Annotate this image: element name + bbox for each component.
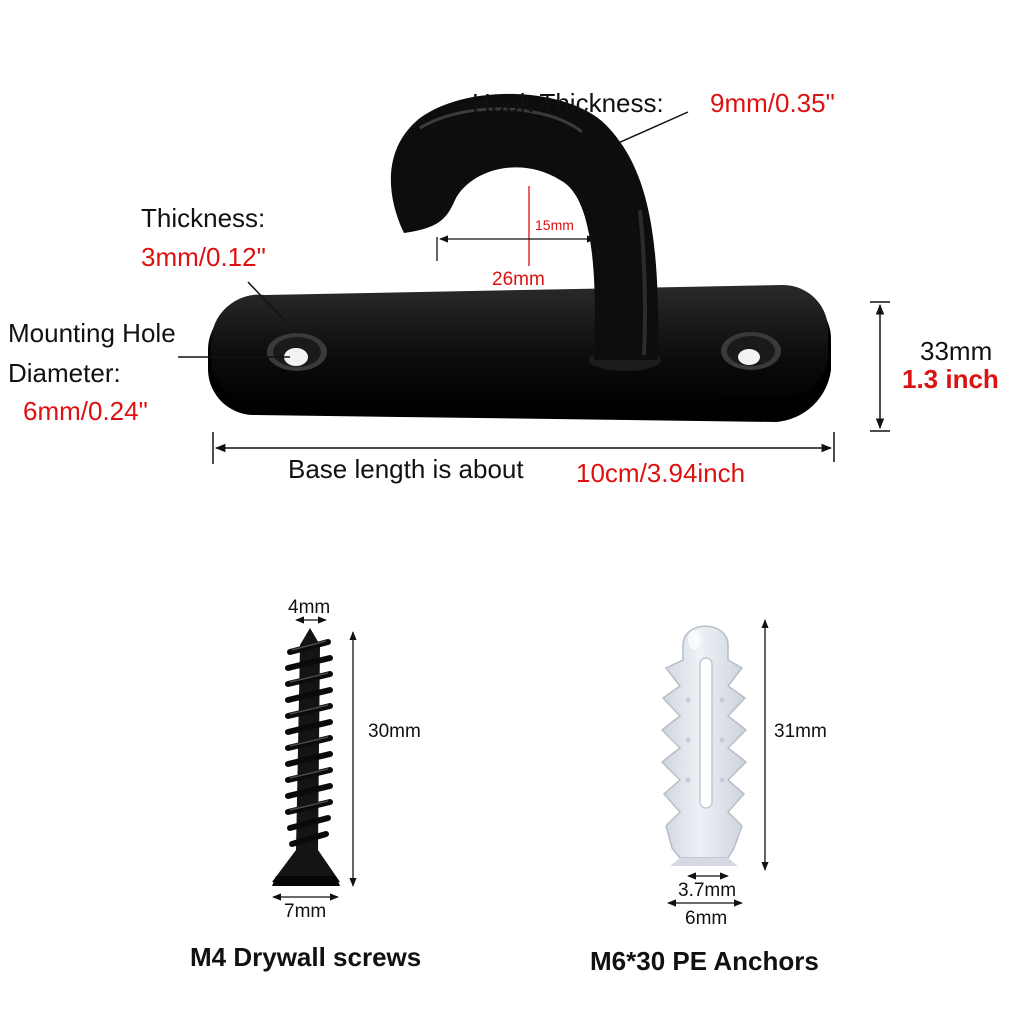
inner-height-value: 15mm <box>535 217 574 233</box>
plate-thickness-leader <box>247 281 287 323</box>
hook-thickness-label: Hook Thickness: <box>472 88 664 118</box>
anchor-outer-width: 6mm <box>685 908 728 929</box>
base-length-label: Base length is about <box>288 454 524 484</box>
screw-caption: M4 Drywall screws <box>190 942 422 972</box>
screw-length: 30mm <box>368 721 421 742</box>
drywall-screw <box>272 628 340 886</box>
inner-width-value: 26mm <box>492 269 545 290</box>
hook-body <box>390 93 661 371</box>
base-length-value: 10cm/3.94inch <box>576 458 746 488</box>
hole-label-line2: Diameter: <box>8 358 121 388</box>
height-inch-value: 1.3 inch <box>902 364 999 394</box>
hole-label-line1: Mounting Hole <box>8 318 176 348</box>
hook-thickness-leader <box>579 111 689 161</box>
plate-thickness-value: 3mm/0.12" <box>141 242 266 272</box>
screw-base-width: 7mm <box>284 901 327 922</box>
anchor-inner-width: 3.7mm <box>678 880 737 901</box>
anchor-length: 31mm <box>774 721 827 742</box>
height-value: 33mm <box>920 336 993 366</box>
hook-plate <box>207 284 832 422</box>
screw-head-width: 4mm <box>288 597 331 618</box>
anchor-caption: M6*30 PE Anchors <box>590 946 819 976</box>
hole-value: 6mm/0.24" <box>23 396 148 426</box>
pe-anchor <box>660 625 748 866</box>
hook-thickness-value: 9mm/0.35" <box>710 88 835 118</box>
plate-thickness-label: Thickness: <box>141 203 266 233</box>
